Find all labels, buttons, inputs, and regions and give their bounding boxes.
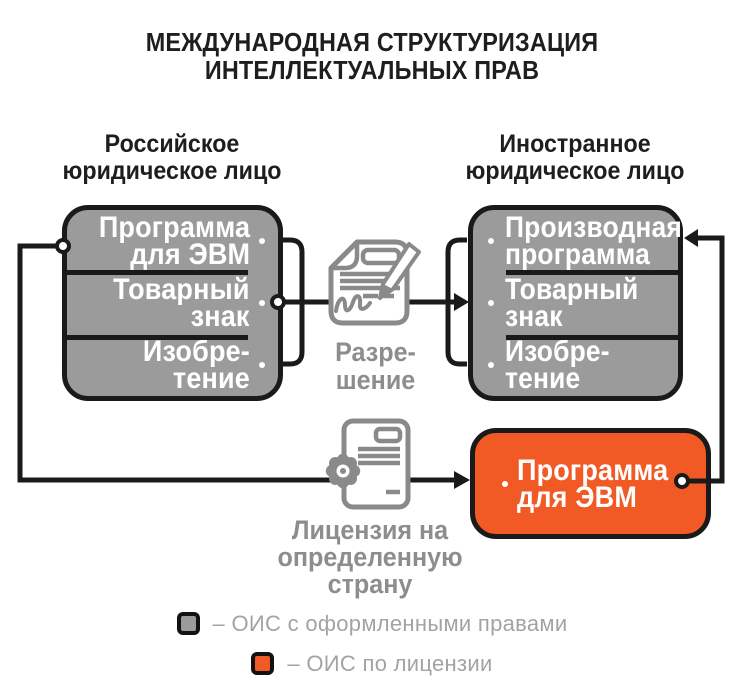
row-divider (67, 270, 248, 275)
left-entity-header: Российское юридическое лицо (33, 131, 312, 185)
left-entity-header-line2: юридическое лицо (62, 157, 282, 185)
row-divider (506, 270, 678, 275)
legend-swatch-gray (176, 612, 200, 635)
item-bullet-dot (488, 362, 494, 368)
item-label: Программа для ЭВМ (98, 211, 250, 271)
row-divider (506, 335, 678, 340)
right-entity-header: Иностранное юридическое лицо (436, 131, 715, 185)
item-bullet-dot (259, 300, 265, 306)
item-label: Товарный знак (505, 273, 639, 333)
license-label: Лицензия на определенную страну (277, 515, 463, 599)
item-trademark: Товарный знак (67, 272, 278, 334)
item-trademark: Товарный знак (473, 272, 678, 334)
item-bullet-dot (502, 480, 508, 487)
permission-label: Разре- шение (335, 337, 416, 395)
legend-swatch-orange (251, 652, 275, 675)
item-label: Товарный знак (113, 273, 250, 333)
item-label: Изобре- тение (505, 335, 610, 395)
left-gather-bracket (283, 237, 305, 367)
item-computer-program: Программа для ЭВМ (67, 210, 278, 272)
right-entity-header-line1: Иностранное (499, 130, 651, 158)
left-entity-header-line1: Российское (104, 130, 240, 158)
row-divider (67, 335, 248, 340)
arrowhead-into-right-box (454, 293, 469, 311)
page-title-line2: ИНТЕЛЛЕКТУАЛЬНЫХ ПРАВ (204, 55, 540, 85)
arrowhead-return-into-right-box (684, 229, 698, 247)
item-invention: Изобре- тение (473, 334, 678, 396)
item-bullet-dot (259, 238, 265, 244)
right-distribute-bracket (445, 237, 467, 367)
legend-label: – ОИС по лицензии (287, 651, 493, 676)
arrowhead-into-licensed-box (454, 471, 470, 489)
item-licensed-computer-program: Программа для ЭВМ (517, 453, 669, 514)
right-entity-box: Производная программа Товарный знак Изоб… (468, 205, 683, 401)
legend-row-licensed: – ОИС по лицензии (0, 652, 744, 675)
item-label: Производная программа (505, 211, 682, 271)
left-entity-box: Программа для ЭВМ Товарный знак Изобре- … (62, 205, 283, 401)
licensed-program-box: Программа для ЭВМ (470, 428, 711, 539)
signed-document-icon (328, 239, 421, 326)
item-invention: Изобре- тение (67, 334, 278, 396)
item-derivative-program: Производная программа (473, 210, 682, 272)
legend-row-registered-rights: – ОИС с оформленными правами (0, 612, 744, 635)
right-entity-header-line2: юридическое лицо (465, 157, 685, 185)
page-title-line1: МЕЖДУНАРОДНАЯ СТРУКТУРИЗАЦИЯ (145, 27, 599, 57)
item-label: Изобре- тение (142, 335, 250, 395)
legend-label: – ОИС с оформленными правами (212, 611, 568, 636)
page-title: МЕЖДУНАРОДНАЯ СТРУКТУРИЗАЦИЯ ИНТЕЛЛЕКТУА… (37, 28, 707, 84)
item-bullet-dot (488, 300, 494, 306)
item-bullet-dot (488, 238, 494, 244)
certificate-seal-icon (325, 418, 411, 510)
item-bullet-dot (259, 362, 265, 368)
